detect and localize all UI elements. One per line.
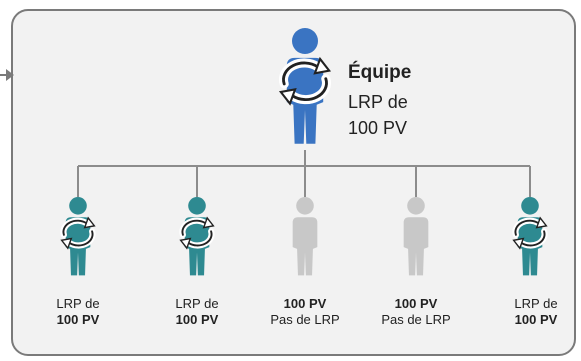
member-label-4: 100 PV Pas de LRP	[366, 296, 466, 328]
head	[296, 197, 314, 215]
head	[521, 197, 539, 215]
member-label-3: 100 PV Pas de LRP	[255, 296, 355, 328]
cycle-arrows-icon	[60, 216, 96, 250]
leader-figure	[278, 28, 332, 144]
member-label-1: LRP de 100 PV	[28, 296, 128, 328]
cycle-arrows-icon	[179, 216, 215, 250]
leader-person-icon	[278, 28, 332, 144]
member-label-4-line-1: 100 PV	[394, 296, 438, 311]
head	[292, 28, 318, 54]
member-label-4-line-2: Pas de LRP	[381, 312, 451, 327]
member-person-icon-5	[512, 197, 548, 276]
cycle-arrows-icon	[278, 56, 332, 106]
body	[292, 217, 318, 276]
head	[69, 197, 87, 215]
member-person-icon-4	[403, 197, 429, 276]
member-label-5-line-1: LRP de	[514, 296, 558, 311]
leader-line-1: LRP de	[348, 92, 408, 112]
member-label-3-line-1: 100 PV	[283, 296, 327, 311]
member-label-2-line-2: 100 PV	[175, 312, 219, 327]
member-label-3-line-2: Pas de LRP	[270, 312, 340, 327]
member-figures	[60, 197, 548, 276]
member-label-1-line-1: LRP de	[56, 296, 100, 311]
incoming-arrow	[0, 69, 14, 81]
leader-title: Équipe	[348, 62, 412, 83]
body	[403, 217, 429, 276]
member-label-5-line-2: 100 PV	[514, 312, 558, 327]
head	[188, 197, 206, 215]
member-person-icon-1	[60, 197, 96, 276]
member-person-icon-2	[179, 197, 215, 276]
frame-box	[11, 9, 576, 356]
member-label-5: LRP de 100 PV	[486, 296, 581, 328]
cycle-arrows-icon	[512, 216, 548, 250]
member-label-2-line-1: LRP de	[175, 296, 219, 311]
member-label-1-line-2: 100 PV	[56, 312, 100, 327]
leader-line-2: 100 PV	[348, 118, 408, 138]
connector-lines	[77, 150, 531, 197]
head	[407, 197, 425, 215]
member-person-icon-3	[292, 197, 318, 276]
member-label-2: LRP de 100 PV	[147, 296, 247, 328]
